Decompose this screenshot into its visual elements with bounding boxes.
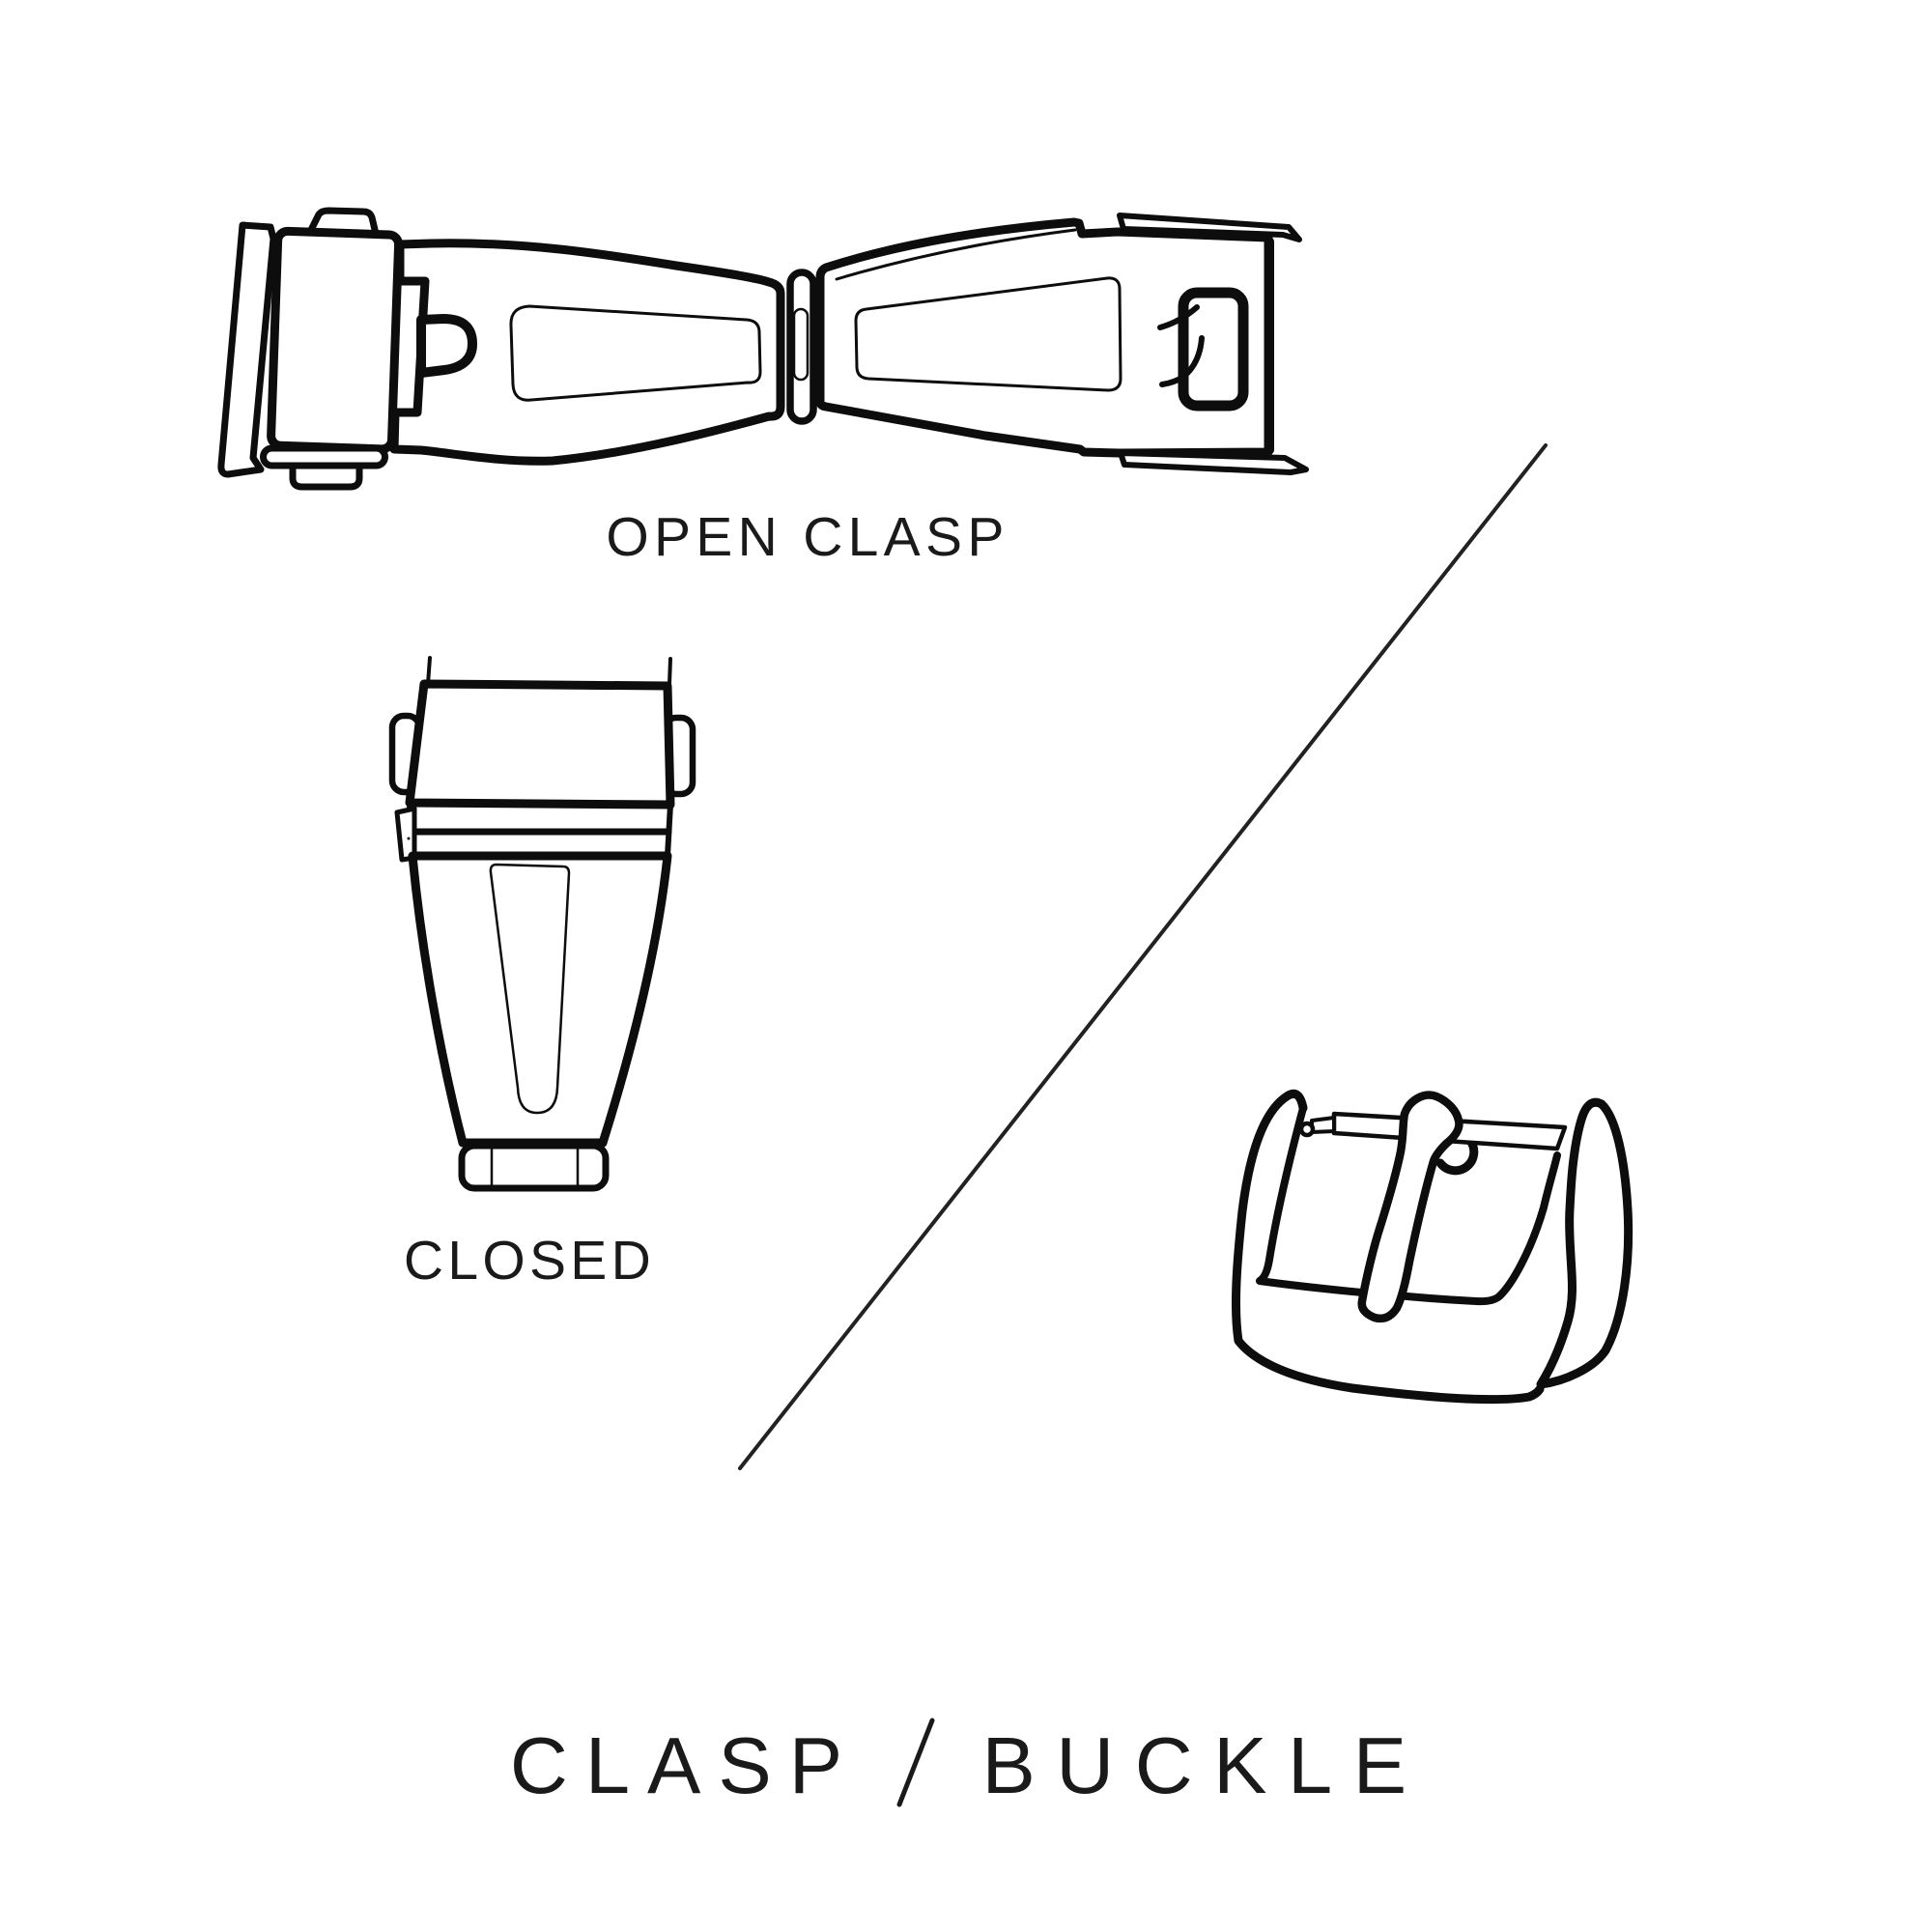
svg-text:CLASP: CLASP [510,1720,860,1810]
svg-text:OPEN CLASP: OPEN CLASP [606,506,1009,568]
svg-text:BUCKLE: BUCKLE [981,1720,1427,1810]
svg-text:CLOSED: CLOSED [404,1230,655,1292]
